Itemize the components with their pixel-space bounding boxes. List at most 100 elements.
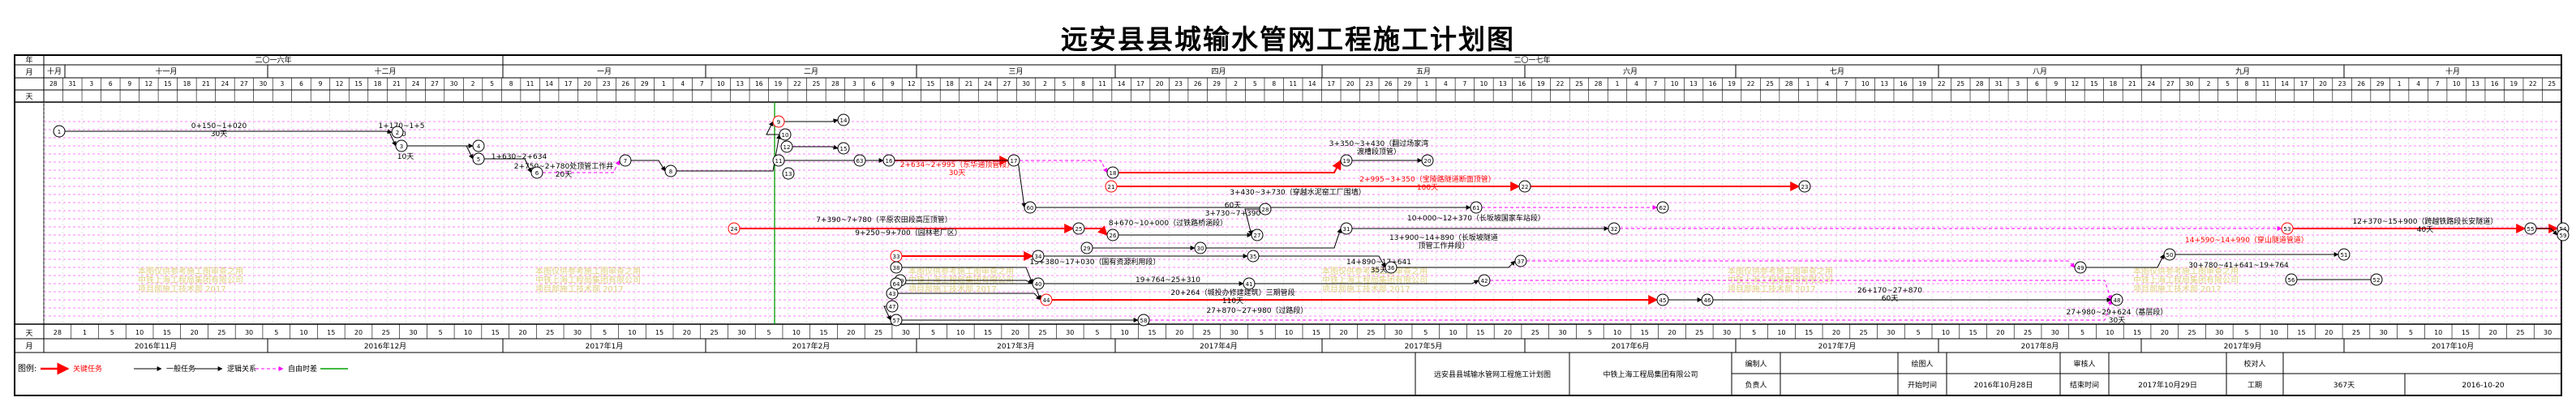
footer-day-tick-72: 25 bbox=[2024, 329, 2032, 336]
watermark-3-2: 项目部施工技术部 2017 bbox=[1322, 284, 1410, 294]
footer-day-tick-53: 20 bbox=[1504, 329, 1512, 336]
footer-day-tick-80: 5 bbox=[2244, 329, 2248, 336]
node-circle-44 bbox=[1040, 293, 1053, 306]
node-circle-19 bbox=[1340, 154, 1353, 167]
node-circle-53 bbox=[2281, 222, 2294, 235]
watermark-5-0: 本图仅供参考施工图审查之用 bbox=[2133, 266, 2239, 276]
day-tick-110: 24 bbox=[2148, 80, 2156, 88]
node-circle-45 bbox=[1656, 293, 1669, 306]
day-tick-7: 18 bbox=[183, 80, 191, 88]
footer-day-tick-78: 25 bbox=[2187, 329, 2196, 336]
info-r2-cell-6: 工期 bbox=[2248, 381, 2262, 390]
day-tick-19: 24 bbox=[412, 80, 420, 88]
footer-day-tick-64: 15 bbox=[1805, 329, 1813, 336]
info-project: 远安县县城输水管网工程施工计划图 bbox=[1434, 370, 1551, 379]
day-tick-31: 29 bbox=[641, 80, 649, 88]
footer-month-label-4: 2017年3月 bbox=[997, 341, 1035, 351]
task-duration-18: 110天 bbox=[1222, 297, 1243, 306]
node-circle-16 bbox=[882, 154, 895, 167]
footer-day-tick-19: 30 bbox=[573, 329, 582, 336]
day-tick-69: 23 bbox=[1366, 80, 1374, 88]
node-circle-46 bbox=[1701, 293, 1714, 306]
day-tick-62: 2 bbox=[1234, 80, 1238, 88]
day-tick-93: 4 bbox=[1825, 80, 1829, 88]
year-2016: 二〇一六年 bbox=[255, 55, 291, 65]
footer-day-tick-79: 30 bbox=[2215, 329, 2223, 336]
footer-day-tick-57: 10 bbox=[1613, 329, 1621, 336]
footer-month-label-5: 2017年4月 bbox=[1200, 341, 1238, 351]
node-circle-26 bbox=[1106, 229, 1119, 241]
day-tick-63: 5 bbox=[1253, 80, 1257, 88]
day-tick-66: 14 bbox=[1308, 80, 1316, 88]
legend-label-1: 一般任务 bbox=[166, 364, 195, 374]
day-tick-101: 28 bbox=[1976, 80, 1984, 88]
day-tick-99: 22 bbox=[1938, 80, 1946, 88]
watermark-4-2: 项目部施工技术部 2017 bbox=[1728, 284, 1816, 294]
footer-day-tick-25: 30 bbox=[737, 329, 745, 336]
day-tick-54: 8 bbox=[1081, 80, 1085, 88]
footer-day-tick-38: 5 bbox=[1095, 329, 1099, 336]
node-label-61: 61 bbox=[1473, 205, 1480, 212]
info-r2-cell-5: 2017年10月29日 bbox=[2138, 380, 2197, 390]
info-r1-cell-4: 审核人 bbox=[2073, 359, 2095, 369]
footer-day-tick-50: 5 bbox=[1423, 329, 1428, 336]
month-label-3: 一月 bbox=[597, 67, 612, 76]
task-label-16: 13+380~17+030（国有资源利用段） bbox=[1030, 257, 1161, 267]
node-circle-48 bbox=[2110, 293, 2123, 306]
node-circle-58 bbox=[1137, 314, 1150, 327]
footer-day-tick-83: 20 bbox=[2325, 329, 2333, 336]
month-label-7: 五月 bbox=[1416, 67, 1431, 76]
node-label-11: 11 bbox=[775, 158, 783, 165]
month-label-4: 二月 bbox=[804, 67, 818, 76]
day-tick-88: 19 bbox=[1728, 80, 1736, 88]
node-label-14: 14 bbox=[840, 118, 848, 124]
task-duration-5: 30天 bbox=[949, 169, 965, 177]
day-tick-82: 1 bbox=[1616, 80, 1620, 88]
link-5-6 bbox=[484, 158, 532, 173]
day-tick-46: 15 bbox=[927, 80, 935, 88]
node-circle-4 bbox=[472, 139, 485, 152]
footer-day-tick-60: 25 bbox=[1695, 329, 1703, 336]
day-tick-27: 17 bbox=[565, 80, 573, 88]
watermark-0-0: 本图仅供参考施工图审查之用 bbox=[138, 266, 243, 276]
footer-day-tick-58: 15 bbox=[1641, 329, 1649, 336]
day-tick-103: 3 bbox=[2016, 80, 2020, 88]
node-label-55: 55 bbox=[2527, 226, 2535, 233]
footer-day-tick-28: 15 bbox=[819, 329, 827, 336]
year-2017: 二〇一七年 bbox=[1513, 55, 1550, 65]
footer-month-label-10: 2017年9月 bbox=[2224, 341, 2262, 351]
node-label-32: 32 bbox=[1611, 226, 1618, 233]
footer-day-tick-10: 15 bbox=[327, 329, 335, 336]
node-label-20: 20 bbox=[1424, 158, 1432, 165]
node-label-16: 16 bbox=[886, 158, 893, 165]
day-tick-76: 13 bbox=[1499, 80, 1507, 88]
node-circle-5 bbox=[472, 152, 485, 165]
day-tick-72: 1 bbox=[1424, 80, 1428, 88]
info-r2-cell-2: 开始时间 bbox=[1908, 380, 1937, 390]
node-label-3: 3 bbox=[400, 143, 403, 150]
day-tick-23: 5 bbox=[490, 80, 494, 88]
footer-day-tick-8: 5 bbox=[274, 329, 278, 336]
day-tick-128: 16 bbox=[2491, 80, 2499, 88]
node-circle-3 bbox=[395, 139, 408, 152]
footer-day-tick-46: 15 bbox=[1312, 329, 1320, 336]
day-tick-125: 7 bbox=[2436, 80, 2440, 88]
footer-day-label: 天 bbox=[25, 330, 32, 338]
footer-day-tick-33: 10 bbox=[956, 329, 964, 336]
node-label-34: 34 bbox=[1035, 254, 1042, 260]
task-label-5: 2+634~2+995（东华通顶管段） bbox=[900, 160, 1014, 169]
node-circle-6 bbox=[530, 166, 543, 179]
footer-day-tick-41: 20 bbox=[1175, 329, 1183, 336]
task-label-14: 13+900~14+890（长坂坡隧道 bbox=[1389, 233, 1498, 242]
day-tick-11: 30 bbox=[260, 80, 268, 88]
day-tick-104: 6 bbox=[2035, 80, 2039, 88]
footer-day-tick-62: 5 bbox=[1752, 329, 1756, 336]
node-circle-8 bbox=[664, 165, 677, 177]
node-label-43: 43 bbox=[889, 291, 896, 297]
footer-day-tick-13: 30 bbox=[409, 329, 417, 336]
day-tick-33: 4 bbox=[680, 80, 685, 88]
footer-day-tick-48: 25 bbox=[1367, 329, 1375, 336]
node-label-41: 41 bbox=[1246, 281, 1253, 288]
footer-day-tick-17: 20 bbox=[518, 329, 526, 336]
link-35-36 bbox=[1259, 255, 1386, 268]
